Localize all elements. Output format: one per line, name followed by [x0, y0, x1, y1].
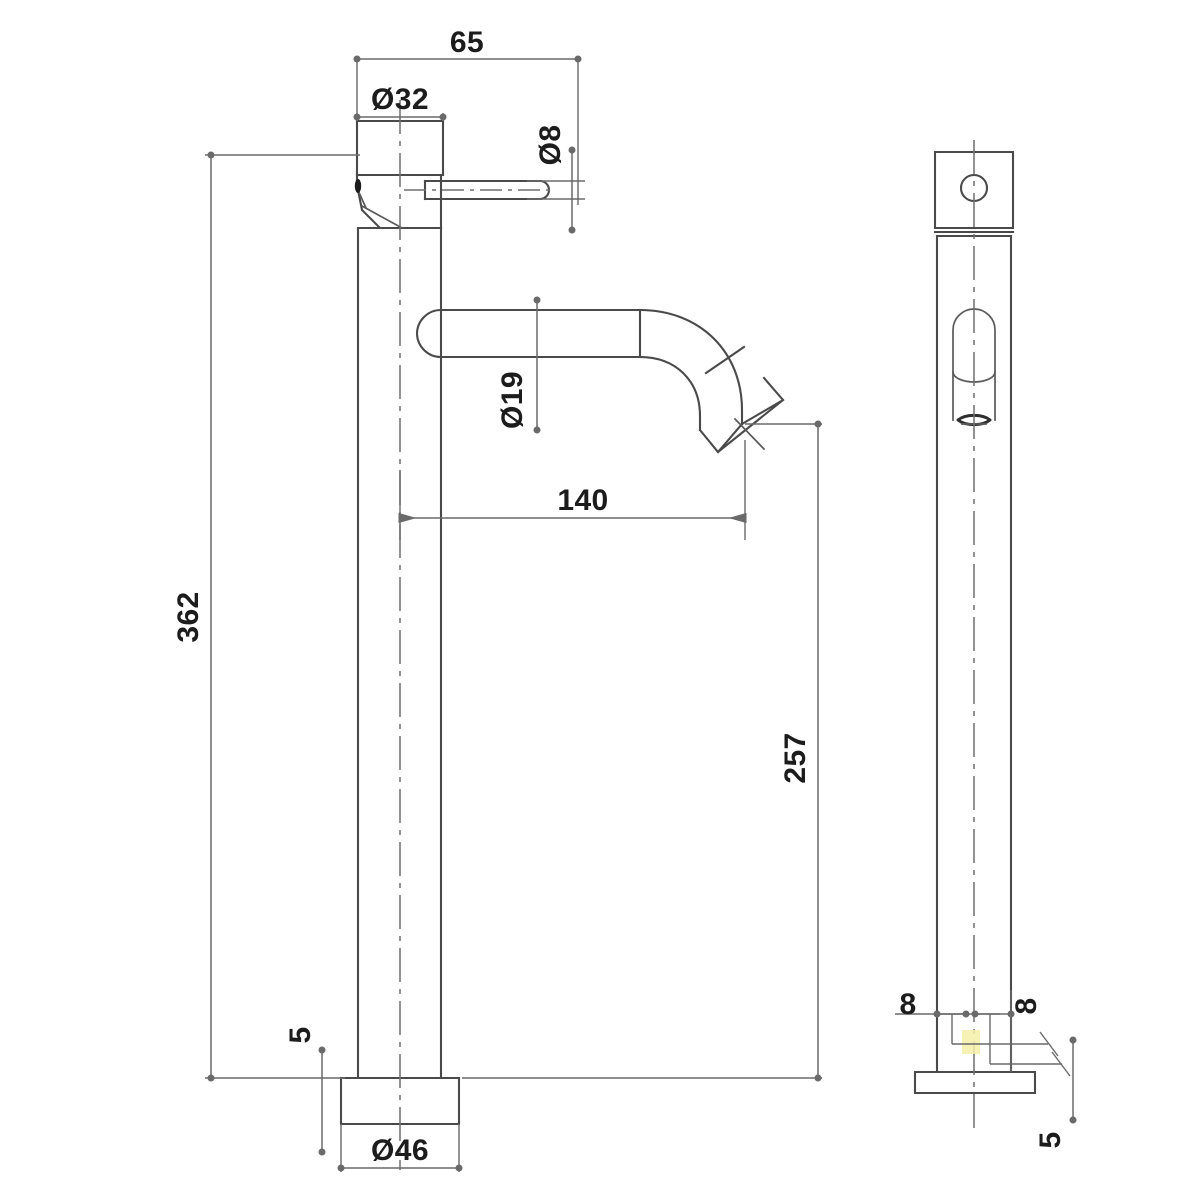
dim-label-5-right: 5 — [1034, 1131, 1067, 1148]
dimension-257: 257 — [462, 420, 822, 1082]
side-elevation-view — [913, 140, 1037, 1130]
dim-label-257: 257 — [779, 732, 812, 783]
dim-label-d8-lever: Ø8 — [534, 125, 567, 166]
front-elevation-view — [339, 100, 785, 1170]
dimension-65: 65 — [353, 26, 582, 205]
side-column-body — [935, 234, 1013, 1074]
dimension-5-left: 5 — [284, 1026, 326, 1156]
handle-housing — [354, 119, 445, 230]
dim-label-8-left: 8 — [899, 988, 916, 1021]
lever-handle — [404, 179, 556, 201]
dimension-d46: Ø46 — [337, 1124, 463, 1172]
side-base-flange — [913, 1070, 1037, 1095]
dimension-362: 362 — [172, 151, 360, 1082]
dim-label-140: 140 — [557, 484, 608, 517]
dim-label-5-left: 5 — [284, 1026, 317, 1043]
dimension-d8-lever: Ø8 — [527, 125, 585, 234]
scan-highlight-artifact — [962, 1030, 980, 1054]
dimension-140: 140 — [398, 440, 747, 540]
dimension-d19: Ø19 — [496, 296, 541, 434]
dimension-d32: Ø32 — [353, 83, 447, 121]
spout-assembly — [415, 308, 785, 454]
dim-label-65: 65 — [450, 26, 484, 59]
dim-label-d32: Ø32 — [371, 83, 429, 116]
dim-label-d46: Ø46 — [371, 1134, 429, 1167]
dimension-mount-detail: 8 8 5 — [895, 988, 1077, 1149]
dim-label-8-right: 8 — [1010, 997, 1043, 1014]
column-body — [356, 226, 443, 1080]
dim-label-d19: Ø19 — [496, 371, 529, 429]
dim-label-362: 362 — [172, 591, 205, 642]
